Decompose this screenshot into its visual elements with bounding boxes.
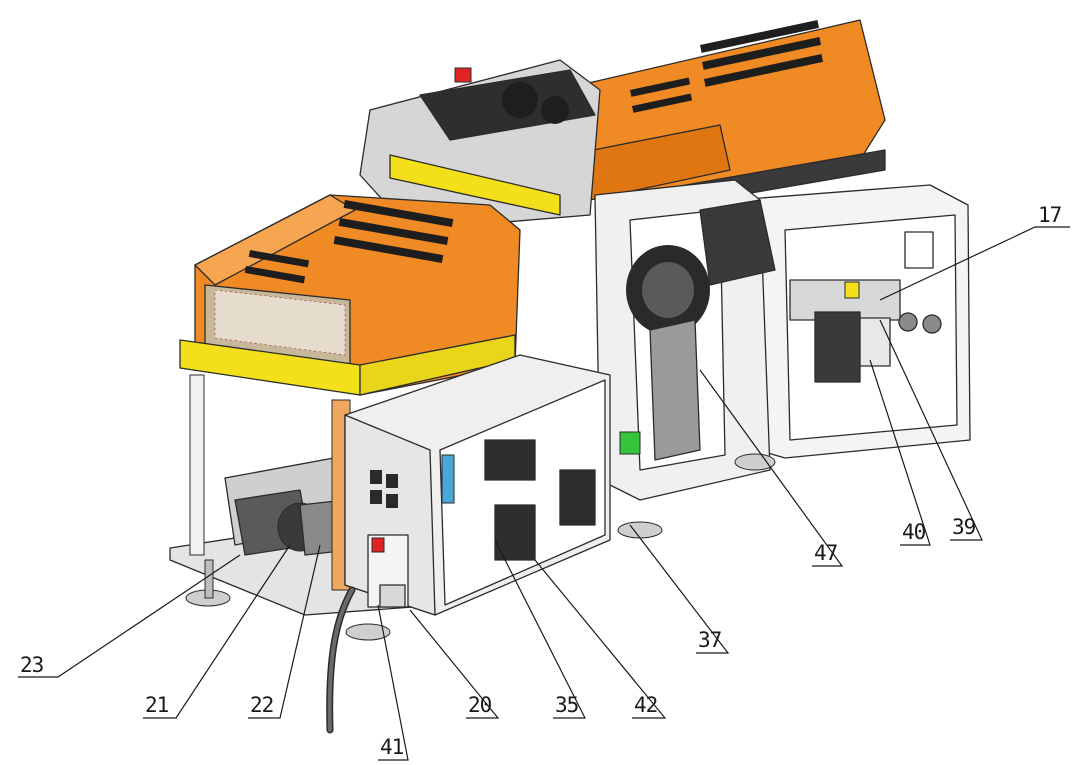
- callout-label-39: 39: [952, 515, 976, 539]
- callout-label-40: 40: [902, 520, 926, 544]
- callout-label-23: 23: [20, 653, 44, 677]
- front-housing: [179, 194, 521, 396]
- front-cabinet: [344, 354, 611, 616]
- callout-label-37: 37: [698, 628, 722, 652]
- callout-label-17: 17: [1038, 203, 1062, 227]
- callout-label-21: 21: [145, 693, 169, 717]
- callout-leaders: [18, 226, 1070, 761]
- rear-right-cabinet: [734, 184, 971, 459]
- callout-label-22: 22: [250, 693, 273, 717]
- callout-label-47: 47: [814, 541, 838, 565]
- air-regulator: [326, 534, 409, 734]
- callout-labels: 17 23 21 22 41 20 35 42 37 47 40 39: [20, 203, 1063, 759]
- callout-label-41: 41: [380, 735, 404, 759]
- belt-frame: [594, 179, 776, 539]
- callout-label-42: 42: [634, 693, 657, 717]
- center-tower: [359, 59, 601, 231]
- callout-label-35: 35: [555, 693, 578, 717]
- callout-label-20: 20: [468, 693, 492, 717]
